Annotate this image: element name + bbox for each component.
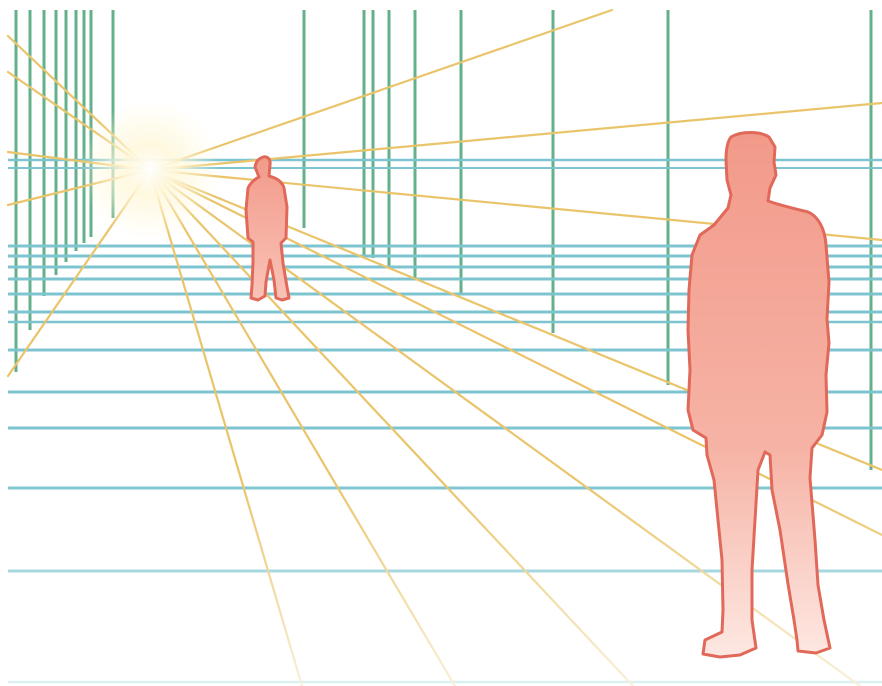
perspective-illustration: [0, 0, 882, 686]
perspective-diagram: [0, 0, 882, 686]
